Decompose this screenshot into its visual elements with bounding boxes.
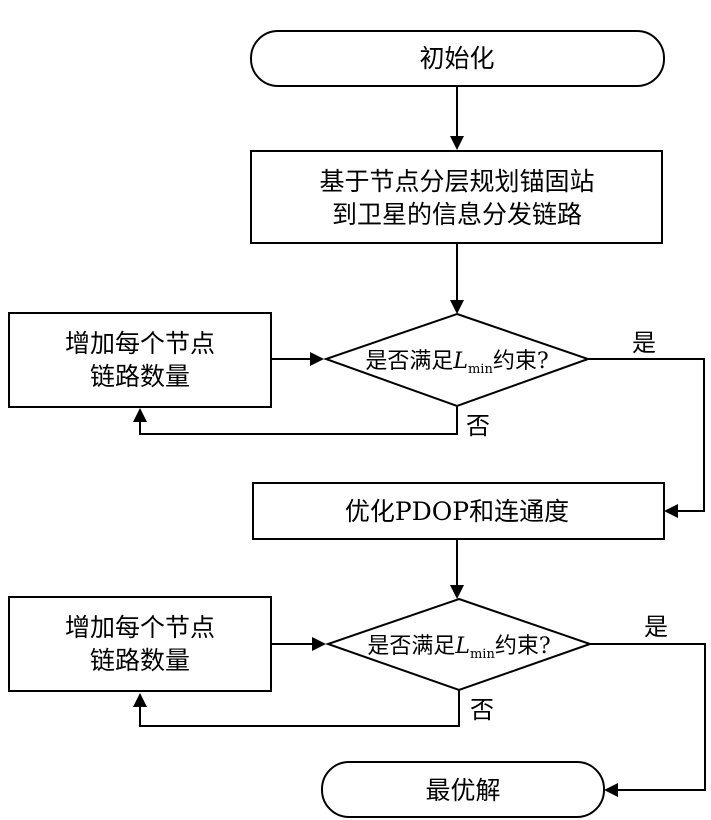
start-label: 初始化 bbox=[419, 44, 494, 73]
decision2-prefix: 是否满足 bbox=[367, 634, 455, 659]
edge-decision2-no bbox=[139, 690, 460, 727]
arrowhead bbox=[310, 352, 324, 366]
decision2-yes-label: 是 bbox=[644, 613, 668, 641]
increase2-label-line2: 链路数量 bbox=[90, 646, 190, 675]
arrowhead bbox=[133, 693, 147, 707]
decision2-var: L bbox=[454, 634, 470, 659]
decision1-sub: min bbox=[468, 362, 493, 377]
arrowhead bbox=[664, 504, 678, 518]
plan-links-label-line2: 到卫星的信息分发链路 bbox=[332, 200, 582, 229]
edge-decision2-yes bbox=[590, 643, 706, 791]
decision2-label: 是否满足Lmin约束? bbox=[367, 634, 550, 662]
plan-links-node bbox=[250, 150, 663, 244]
arrowhead bbox=[604, 783, 618, 797]
decision1-var: L bbox=[452, 349, 468, 374]
decision1-suffix: 约束? bbox=[493, 349, 549, 374]
arrowhead bbox=[450, 136, 464, 150]
increase-links-node-2 bbox=[8, 596, 272, 692]
decision1-yes-label: 是 bbox=[632, 329, 656, 357]
optimize-label: 优化PDOP和连通度 bbox=[345, 497, 569, 526]
decision1-prefix: 是否满足 bbox=[365, 349, 453, 374]
increase2-label-line1: 增加每个节点 bbox=[65, 613, 215, 642]
end-node bbox=[321, 761, 605, 818]
end-label: 最优解 bbox=[425, 776, 500, 805]
increase1-label-line1: 增加每个节点 bbox=[65, 329, 215, 358]
decision2-sub: min bbox=[470, 647, 495, 662]
increase-links-node-1 bbox=[8, 312, 272, 408]
arrowhead bbox=[450, 300, 464, 314]
arrowhead bbox=[312, 637, 326, 651]
arrowhead bbox=[133, 408, 147, 422]
decision1-no-label: 否 bbox=[466, 412, 490, 440]
decision2-no-label: 否 bbox=[470, 696, 494, 724]
arrowhead bbox=[450, 585, 464, 599]
plan-links-label-line1: 基于节点分层规划锚固站 bbox=[319, 167, 594, 196]
edge-decision1-yes bbox=[588, 358, 705, 512]
edge-decision1-no bbox=[139, 406, 458, 435]
increase1-label-line2: 链路数量 bbox=[90, 362, 190, 391]
decision2-suffix: 约束? bbox=[495, 634, 551, 659]
optimize-node bbox=[252, 482, 665, 540]
decision1-label: 是否满足Lmin约束? bbox=[365, 349, 548, 377]
